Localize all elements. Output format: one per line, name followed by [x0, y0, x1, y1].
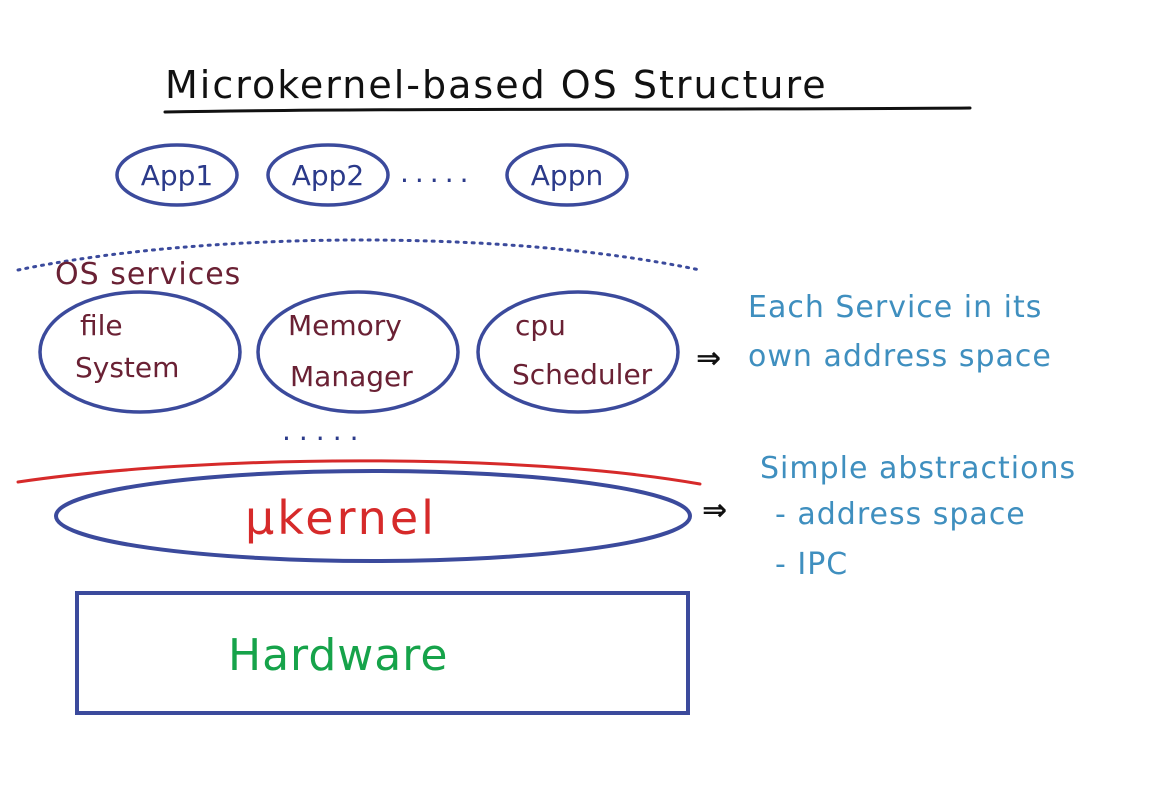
kernel-ellipse: [54, 469, 692, 563]
service-memory-manager-line2: Manager: [290, 360, 413, 393]
service-ellipse-file-system: [38, 290, 242, 414]
diagram-title: Microkernel-based OS Structure: [165, 63, 828, 107]
note-kernel-line3: - IPC: [775, 547, 848, 582]
service-memory-manager-line1: Memory: [288, 309, 402, 342]
service-ellipse-cpu-scheduler: [476, 290, 680, 414]
services-ellipsis: .....: [282, 414, 367, 447]
service-file-system-line2: System: [75, 351, 179, 384]
app-label-n: Appn: [531, 159, 603, 192]
app-ellipse-n: [505, 143, 629, 207]
app-label-2: App2: [292, 159, 365, 192]
kernel-boundary-line: [16, 459, 702, 486]
arrow-services-note: ⇒: [696, 341, 721, 376]
hardware-box: [75, 591, 690, 715]
app-label-1: App1: [141, 159, 214, 192]
note-services-line2: own address space: [748, 339, 1052, 374]
note-kernel-line1: Simple abstractions: [760, 451, 1076, 486]
app-ellipse-2: [266, 143, 390, 207]
services-boundary-dotted: [16, 238, 702, 272]
service-cpu-scheduler-line2: Scheduler: [512, 358, 653, 391]
title-underline: [163, 106, 972, 114]
apps-ellipsis: .....: [400, 156, 475, 189]
service-file-system-line1: file: [80, 309, 123, 342]
app-ellipse-1: [115, 143, 239, 207]
note-kernel-line2: - address space: [775, 497, 1026, 532]
hardware-label: Hardware: [228, 630, 448, 681]
service-ellipse-memory-manager: [256, 290, 460, 414]
services-heading: OS services: [55, 257, 241, 292]
kernel-label: μkernel: [245, 491, 437, 545]
service-cpu-scheduler-line1: cpu: [515, 309, 566, 342]
note-services-line1: Each Service in its: [748, 290, 1042, 325]
arrow-kernel-note: ⇒: [702, 493, 727, 528]
